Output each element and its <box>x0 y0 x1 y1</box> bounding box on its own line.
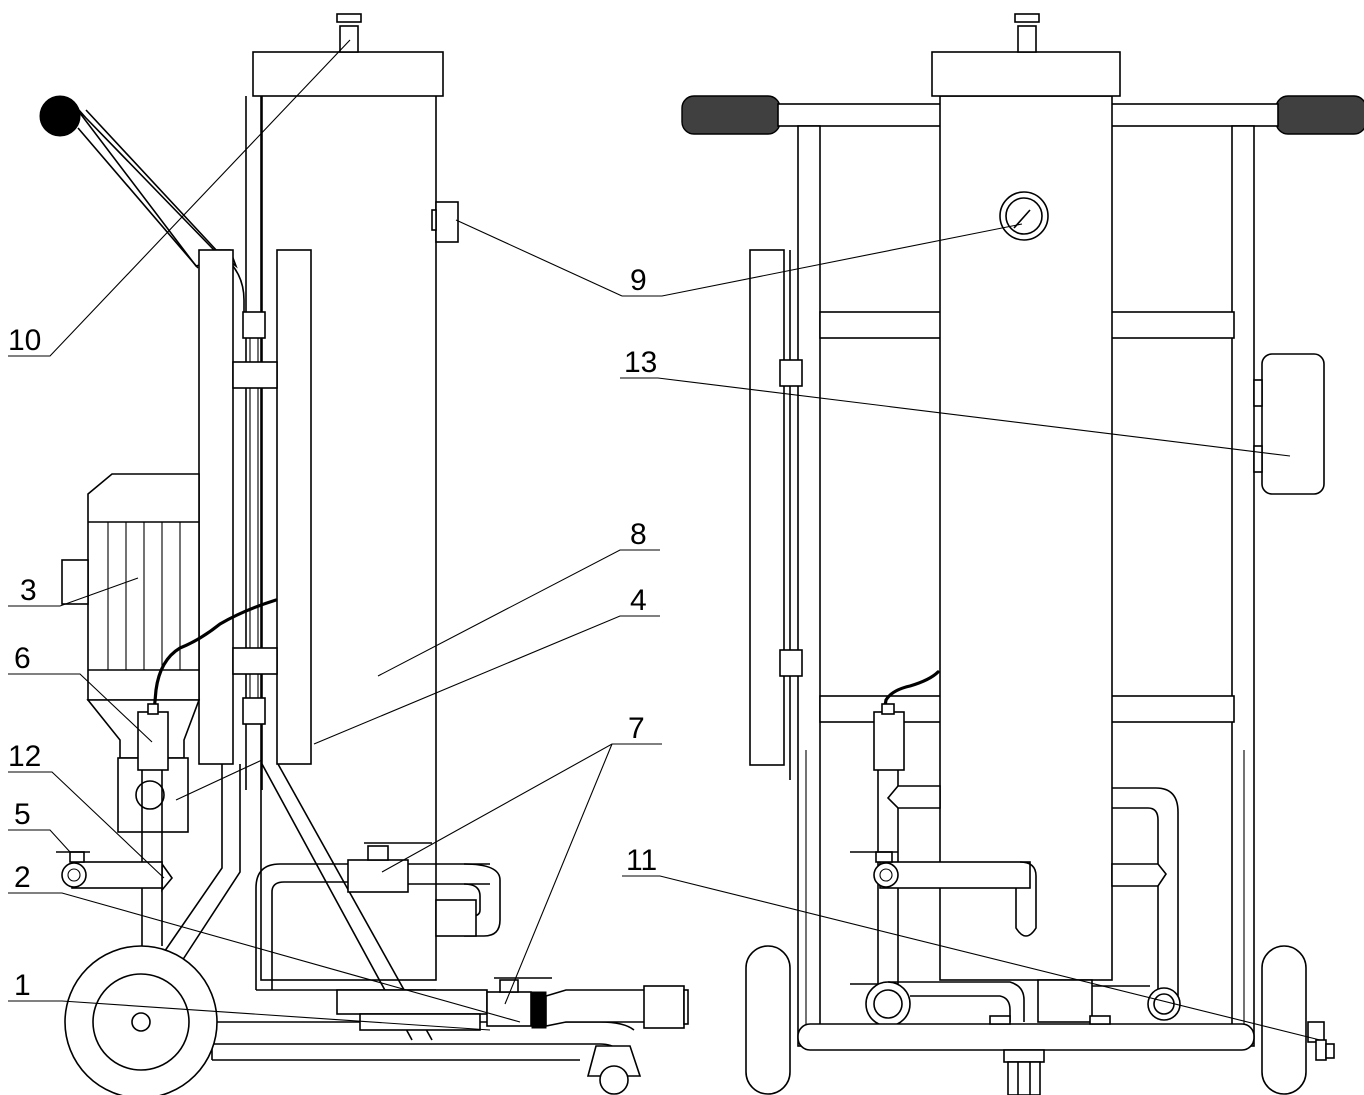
filter-housing <box>252 13 459 981</box>
front-right-pipes <box>1111 787 1179 1000</box>
callout-labels: 1 2 3 4 5 6 7 8 9 10 11 12 13 <box>8 264 657 1002</box>
bottom-valve <box>486 977 689 1029</box>
callout-2: 2 <box>14 861 31 894</box>
motor <box>61 473 201 759</box>
leader-lines <box>8 39 1321 1041</box>
handle-knob <box>39 95 81 137</box>
front-wheel-right <box>1261 945 1307 1095</box>
callout-8: 8 <box>630 518 647 551</box>
front-base <box>797 1015 1255 1051</box>
callout-10: 10 <box>8 324 41 357</box>
front-caster <box>1003 1049 1045 1095</box>
callout-6: 6 <box>14 642 31 675</box>
outlet-pipes <box>255 842 501 990</box>
electrical-box <box>1253 353 1325 495</box>
side-cable <box>152 598 278 714</box>
drain-tap <box>1307 1021 1335 1061</box>
front-connector <box>873 703 905 771</box>
callout-12: 12 <box>8 740 41 773</box>
front-left-pipes <box>850 770 1037 986</box>
callout-13: 13 <box>624 346 657 379</box>
front-side-rail <box>749 249 803 780</box>
callout-11: 11 <box>626 844 657 877</box>
front-cable <box>882 670 940 714</box>
side-main-wheel <box>64 945 218 1095</box>
callout-9: 9 <box>630 264 647 297</box>
callout-1: 1 <box>14 969 31 1002</box>
front-rollers <box>865 979 1181 1027</box>
callout-4: 4 <box>630 584 647 617</box>
suction-pipe <box>56 770 174 946</box>
side-caster <box>586 1045 642 1095</box>
side-frame <box>198 249 312 765</box>
front-housing <box>931 13 1121 981</box>
side-connector <box>137 703 169 771</box>
callout-7: 7 <box>628 712 645 745</box>
pressure-gauge <box>999 191 1049 241</box>
front-view <box>681 13 1364 1095</box>
callout-5: 5 <box>14 798 31 831</box>
side-view <box>39 13 689 1095</box>
front-wheel-left <box>745 945 791 1095</box>
side-vertical-pipes <box>242 96 266 790</box>
callout-3: 3 <box>20 574 37 607</box>
